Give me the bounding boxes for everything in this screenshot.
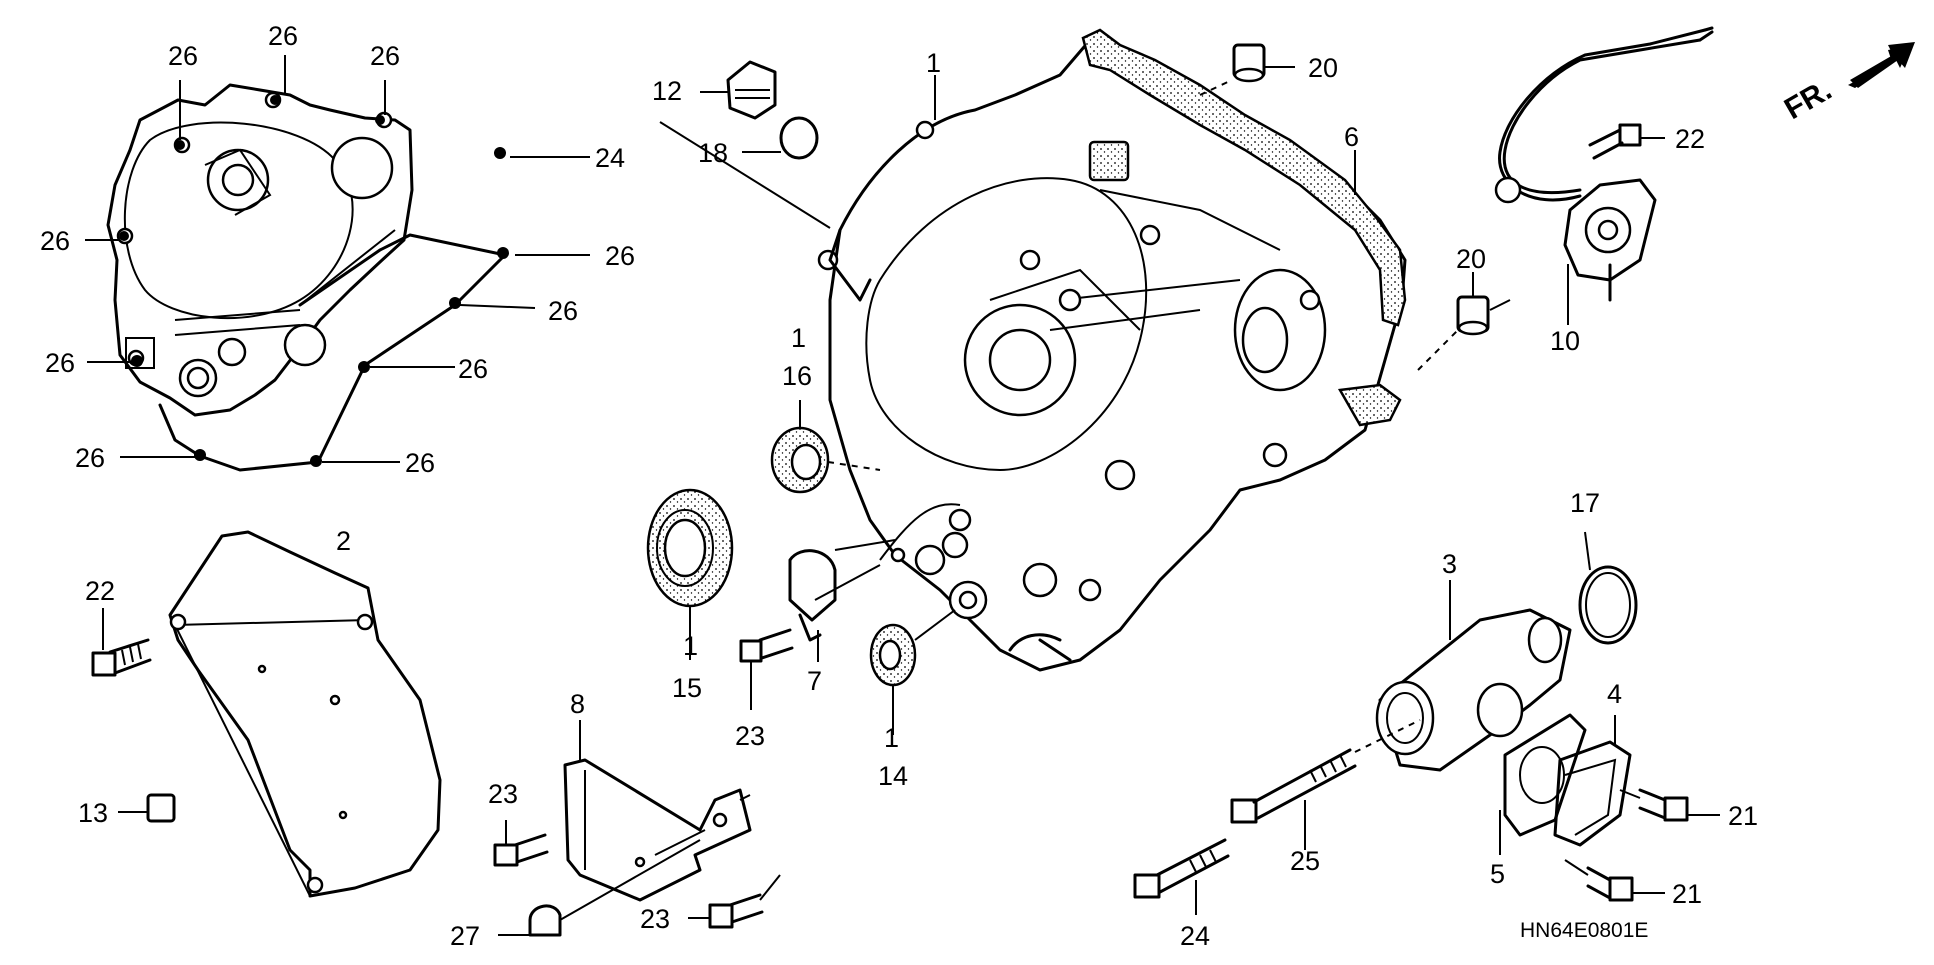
bolt-23-bracket-left xyxy=(493,820,549,867)
callout-25: 25 xyxy=(1290,846,1320,876)
callout-26: 26 xyxy=(75,443,105,473)
callout-7: 7 xyxy=(807,666,822,696)
callout-24: 24 xyxy=(595,143,625,173)
callout-21: 21 xyxy=(1728,801,1758,831)
callout-1: 1 xyxy=(683,631,698,661)
plug-12 xyxy=(700,60,777,120)
callout-18: 18 xyxy=(698,138,728,168)
crankcase-main xyxy=(817,28,1407,672)
front-direction-arrow: FR. xyxy=(1779,42,1915,126)
callout-3: 3 xyxy=(1442,549,1457,579)
callout-4: 4 xyxy=(1607,679,1622,709)
callout-26: 26 xyxy=(168,41,198,71)
gasket-5 xyxy=(1499,713,1587,855)
callout-21: 21 xyxy=(1672,879,1702,909)
callout-26: 26 xyxy=(268,21,298,51)
bolt-23-center xyxy=(739,628,794,710)
bolt-24-right xyxy=(1133,838,1230,915)
callout-23: 23 xyxy=(488,779,518,809)
callout-10: 10 xyxy=(1550,326,1580,356)
callout-15: 15 xyxy=(672,673,702,703)
callout-6: 6 xyxy=(1344,122,1359,152)
switch-10 xyxy=(1494,26,1714,325)
plug-13 xyxy=(118,793,176,823)
crankcase-cover-left xyxy=(106,83,509,472)
bearing-14 xyxy=(869,623,917,735)
bearing-16 xyxy=(770,400,881,494)
callout-8: 8 xyxy=(570,689,585,719)
callout-20: 20 xyxy=(1456,244,1486,274)
callout-1: 1 xyxy=(884,723,899,753)
bolt-21-lower xyxy=(1564,859,1665,902)
callout-26: 26 xyxy=(605,241,635,271)
leaders-main xyxy=(659,75,1356,641)
bracket-8 xyxy=(563,720,752,902)
o-ring-18 xyxy=(742,116,819,160)
bolt-25 xyxy=(1230,719,1421,850)
callout-27: 27 xyxy=(450,921,480,951)
dowel-20-right xyxy=(1417,272,1511,371)
callout-23: 23 xyxy=(735,721,765,751)
cover-plate-2 xyxy=(168,530,442,898)
leaders-left-cover xyxy=(85,55,590,463)
callout-20: 20 xyxy=(1308,53,1338,83)
callout-17: 17 xyxy=(1570,488,1600,518)
callout-26: 26 xyxy=(548,296,578,326)
callout-26: 26 xyxy=(45,348,75,378)
callout-2: 2 xyxy=(336,526,351,556)
callout-26: 26 xyxy=(40,226,70,256)
cover-4 xyxy=(1553,715,1632,847)
callout-26: 26 xyxy=(458,354,488,384)
dowel-20-top xyxy=(1199,43,1295,96)
callout-1: 1 xyxy=(791,323,806,353)
callout-12: 12 xyxy=(652,76,682,106)
direction-label: FR. xyxy=(1779,73,1837,126)
bearing-15 xyxy=(646,488,734,660)
bolt-22-left xyxy=(91,608,152,677)
callout-26: 26 xyxy=(370,41,400,71)
callout-26: 26 xyxy=(405,448,435,478)
bolt-21-upper xyxy=(1619,788,1720,822)
callout-23: 23 xyxy=(640,904,670,934)
callout-22: 22 xyxy=(1675,124,1705,154)
callout-5: 5 xyxy=(1490,859,1505,889)
callout-13: 13 xyxy=(78,798,108,828)
callout-22: 22 xyxy=(85,576,115,606)
callout-labels: 26 26 26 24 26 26 26 26 26 26 26 12 18 1… xyxy=(40,21,1758,951)
clamp-7 xyxy=(788,549,837,662)
housing-3 xyxy=(1375,580,1572,772)
clip-27 xyxy=(498,839,701,937)
callout-14: 14 xyxy=(878,761,908,791)
diagram-code: HN64E0801E xyxy=(1520,919,1648,942)
callout-16: 16 xyxy=(782,361,812,391)
callout-1: 1 xyxy=(926,48,941,78)
o-ring-17 xyxy=(1578,531,1638,645)
bolt-23-bracket-right xyxy=(688,874,781,929)
callout-24: 24 xyxy=(1180,921,1210,951)
